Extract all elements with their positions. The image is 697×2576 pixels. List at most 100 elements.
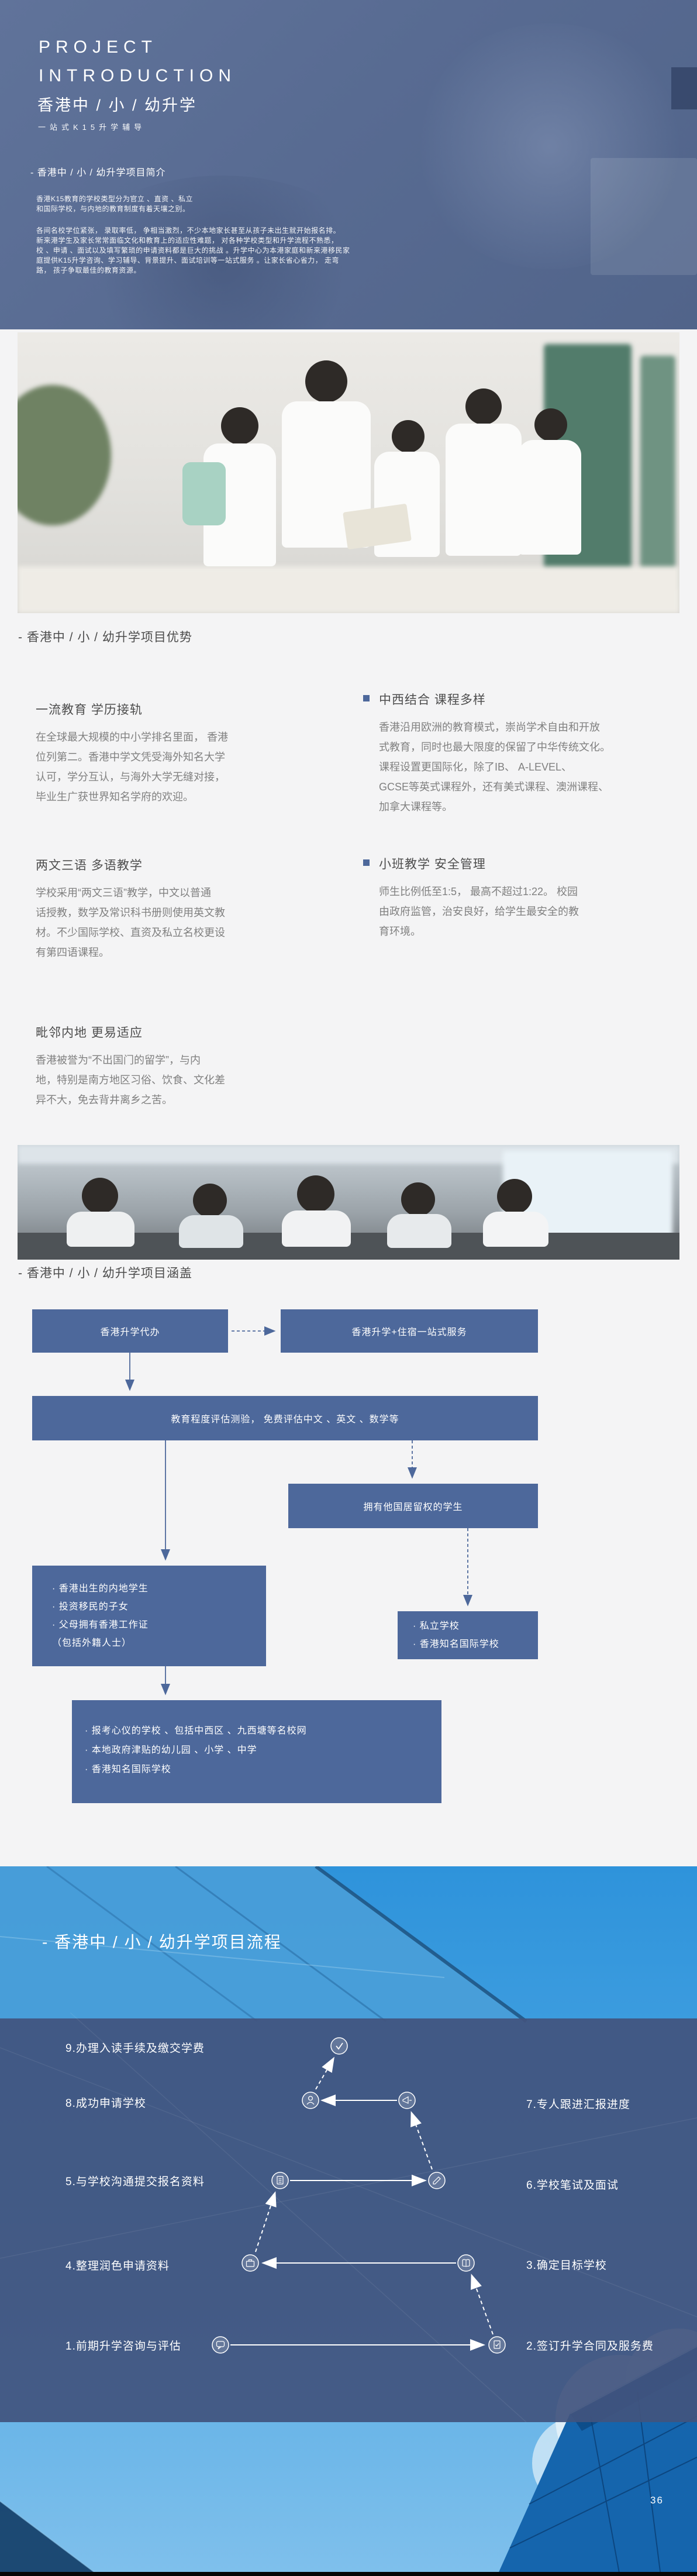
advantage-body: 师生比例低至1:5， 最高不超过1:22。 校园 由政府监管，治安良好，给学生最… bbox=[379, 882, 654, 941]
step-3-book-icon bbox=[457, 2254, 475, 2272]
flow-box-foreign-residency: 拥有他国居留权的学生 bbox=[288, 1484, 538, 1528]
list-item: · 父母拥有香港工作证 bbox=[52, 1620, 149, 1630]
flow-box-private-schools: · 私立学校 · 香港知名国际学校 bbox=[398, 1611, 538, 1659]
paragraph-line: 异不大，免去背井离乡之苦。 bbox=[36, 1094, 172, 1106]
photo-backpack-decor bbox=[182, 462, 226, 525]
photo-door-decor bbox=[640, 356, 675, 590]
step-2-contract-icon bbox=[488, 2336, 506, 2354]
advantage-heading: 毗邻内地 更易适应 bbox=[36, 1026, 143, 1040]
step-8-person-icon bbox=[302, 2092, 319, 2109]
paragraph-line: 式教育，同时也最大限度的保留了中华传统文化。 bbox=[379, 741, 610, 753]
bottom-bar-decor bbox=[0, 2572, 697, 2576]
intro-section-label: - 香港中 / 小 / 幼升学项目简介 bbox=[30, 168, 166, 178]
paragraph-line: 认可，学分互认，与海外大学无缝对接， bbox=[36, 771, 225, 783]
list-item: · 本地政府津贴的幼儿园 、小学 、中学 bbox=[85, 1745, 257, 1755]
photo-student-shirt bbox=[387, 1214, 451, 1248]
paragraph-line: 香港被誉为“不出国门的留学”，与内 bbox=[36, 1054, 201, 1066]
header-photo-glow-decor bbox=[409, 23, 690, 269]
process-overlay-panel bbox=[0, 2018, 697, 2422]
advantage-heading: 小班教学 安全管理 bbox=[379, 858, 486, 871]
photo-student-head bbox=[82, 1178, 118, 1214]
advantage-body: 在全球最大规模的中小学排名里面， 香港 位列第二。香港中学文凭受海外知名大学 认… bbox=[36, 727, 264, 807]
dashed-arrow bbox=[471, 2274, 494, 2335]
paragraph-line: 学校采用“两文三语”教学，中文以普通 bbox=[36, 887, 211, 899]
square-bullet-icon bbox=[363, 695, 370, 701]
photo-plant-decor bbox=[18, 385, 111, 525]
paragraph-line: 新来港学生及家长常常面临文化和教育上的适应性难题， 对各种学校类型和升学流程不熟… bbox=[36, 236, 339, 245]
step-1-chat-icon bbox=[212, 2336, 229, 2354]
paragraph-line: 和国际学校，与内地的教育制度有着天壤之别。 bbox=[36, 205, 190, 213]
paragraph-line: 地，特别是南方地区习俗、饮食、文化差 bbox=[36, 1074, 225, 1086]
paragraph-line: 加拿大课程等。 bbox=[379, 801, 453, 813]
students-corridor-photo bbox=[18, 332, 679, 613]
dashed-arrow bbox=[410, 2111, 433, 2170]
paragraph-line: 由政府监管，治安良好，给学生最安全的教 bbox=[379, 906, 579, 917]
process-step-label: 1.前期升学咨询与评估 bbox=[65, 2340, 181, 2353]
photo-student-head bbox=[465, 388, 502, 425]
coverage-section-title: - 香港中 / 小 / 幼升学项目涵盖 bbox=[18, 1267, 192, 1280]
paragraph-line: 香港K15教育的学校类型分为官立 、直资 、私立 bbox=[36, 195, 194, 203]
photo-student-head bbox=[401, 1182, 435, 1216]
paragraph-line: 话授教，数学及常识科书册则使用英文教 bbox=[36, 907, 225, 919]
process-step-label: 5.与学校沟通提交报名资料 bbox=[65, 2176, 205, 2188]
step-5-document-icon bbox=[271, 2172, 289, 2189]
paragraph-line: 育环境。 bbox=[379, 926, 421, 937]
glass-building-decor bbox=[0, 1866, 526, 2021]
step-7-megaphone-icon bbox=[398, 2092, 416, 2109]
process-step-label: 7.专人跟进汇报进度 bbox=[526, 2099, 630, 2111]
photo-student-shirt bbox=[446, 424, 522, 556]
paragraph-line: 毕业生广获世界知名学府的欢迎。 bbox=[36, 791, 194, 803]
process-flow-diagram bbox=[0, 2013, 697, 2422]
list-item: （包括外籍人士） bbox=[52, 1638, 132, 1648]
photo-teacher-head bbox=[305, 360, 347, 403]
paragraph-line: 路， 孩子争取最佳的教育资源。 bbox=[36, 266, 141, 274]
advantage-heading: 一流教育 学历接轨 bbox=[36, 703, 143, 717]
step-9-check-icon bbox=[330, 2037, 348, 2055]
step-6-pencil-icon bbox=[428, 2172, 446, 2189]
process-step-label: 3.确定目标学校 bbox=[526, 2259, 607, 2272]
paragraph-line: 材。不少国际学校、直资及私立名校更设 bbox=[36, 927, 225, 938]
dashed-arrow bbox=[255, 2191, 277, 2252]
intro-paragraph: 香港K15教育的学校类型分为官立 、直资 、私立 和国际学校，与内地的教育制度有… bbox=[36, 194, 193, 214]
eyebrow-line: PROJECT bbox=[39, 37, 158, 57]
list-item: · 报考心仪的学校 、包括中西区 、九西塘等名校网 bbox=[85, 1726, 307, 1736]
paragraph-line: 香港沿用欧洲的教育模式，崇尚学术自由和开放 bbox=[379, 721, 600, 733]
page-number: 36 bbox=[650, 2495, 664, 2506]
advantage-heading: 两文三语 多语教学 bbox=[36, 859, 143, 872]
process-step-label: 9.办理入读手续及缴交学费 bbox=[65, 2042, 205, 2055]
detail-paragraph: 各间名校学位紧张， 录取率低， 争相当激烈，不少本地家长甚至从孩子未出生就开始报… bbox=[36, 226, 350, 276]
flow-box-eligible-students: · 香港出生的内地学生 · 投资移民的子女 · 父母拥有香港工作证 （包括外籍人… bbox=[32, 1566, 266, 1666]
process-step-label: 8.成功申请学校 bbox=[65, 2097, 146, 2110]
step-4-briefcase-icon bbox=[241, 2254, 259, 2272]
paragraph-line: 有第四语课程。 bbox=[36, 947, 109, 958]
page-title: 香港中 / 小 / 幼升学 bbox=[37, 97, 198, 114]
advantage-heading: 中西结合 课程多样 bbox=[379, 693, 486, 707]
advantage-body: 香港沿用欧洲的教育模式，崇尚学术自由和开放 式教育，同时也最大限度的保留了中华传… bbox=[379, 717, 654, 817]
advantage-body: 香港被誉为“不出国门的留学”，与内 地，特别是南方地区习俗、饮食、文化差 异不大… bbox=[36, 1050, 264, 1110]
header-photo-frame-decor bbox=[591, 158, 697, 275]
photo-student-shirt bbox=[483, 1212, 548, 1247]
paragraph-line: 课程设置更国际化，除了IB、 A-LEVEL、 bbox=[379, 761, 572, 773]
coverage-flow-arrows bbox=[125, 1326, 473, 1695]
flow-box-apply-schools: · 报考心仪的学校 、包括中西区 、九西塘等名校网 · 本地政府津贴的幼儿园 、… bbox=[72, 1700, 441, 1803]
project-eyebrow: PROJECT INTRODUCTION bbox=[39, 33, 236, 90]
process-step-label: 6.学校笔试及面试 bbox=[526, 2179, 619, 2192]
photo-student-shirt bbox=[179, 1215, 243, 1248]
flow-box-assessment: 教育程度评估测验， 免费评估中文 、英文 、数学等 bbox=[32, 1396, 538, 1440]
photo-floor-decor bbox=[18, 566, 679, 613]
paragraph-line: 庭提供K15升学咨询、学习辅导、背景提升、面试培训等一站式服务 。让家长省心省力… bbox=[36, 256, 340, 264]
list-item: · 香港出生的内地学生 bbox=[52, 1584, 149, 1594]
flow-box-one-stop: 香港升学+住宿一站式服务 bbox=[281, 1309, 538, 1353]
dashed-arrow bbox=[315, 2056, 334, 2090]
photo-student-head bbox=[193, 1184, 227, 1218]
process-step-label: 4.整理润色申请资料 bbox=[65, 2260, 170, 2272]
photo-student-head bbox=[297, 1175, 334, 1213]
header-section: PROJECT INTRODUCTION 香港中 / 小 / 幼升学 一站式K1… bbox=[0, 0, 697, 329]
photo-student-head bbox=[221, 407, 258, 445]
photo-student-shirt bbox=[67, 1212, 134, 1247]
list-item: · 私立学校 bbox=[413, 1621, 460, 1631]
paragraph-line: 位列第二。香港中学文凭受海外知名大学 bbox=[36, 751, 225, 763]
eyebrow-line: INTRODUCTION bbox=[39, 66, 236, 85]
list-item: · 投资移民的子女 bbox=[52, 1602, 129, 1612]
